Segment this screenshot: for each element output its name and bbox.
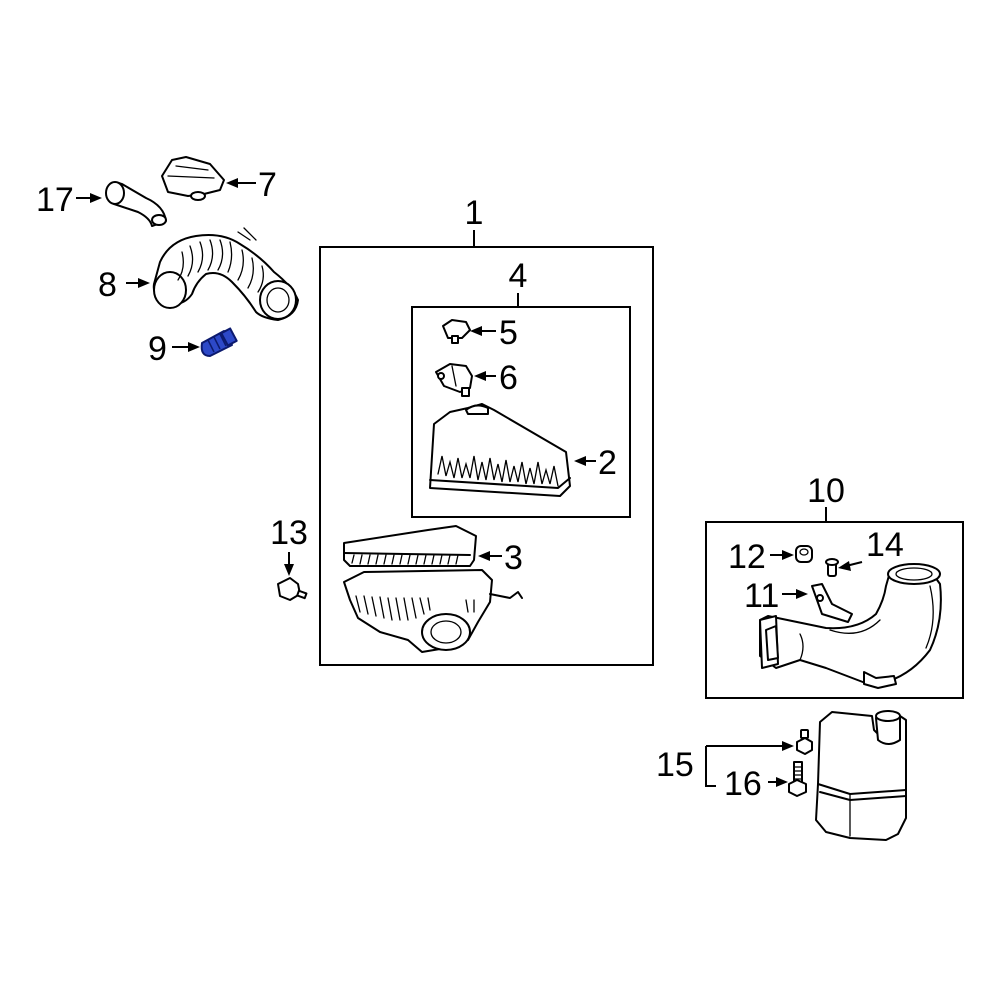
group-box-1 <box>319 246 654 666</box>
callout-9: 9 <box>148 330 167 368</box>
callout-3: 3 <box>504 539 523 577</box>
part-2-cleaner-cover <box>429 403 571 497</box>
callout-14: 14 <box>866 526 904 564</box>
part-8-intake-hose <box>152 227 299 321</box>
part-13-grommet <box>277 577 308 601</box>
callout-10: 10 <box>807 472 845 510</box>
callout-5: 5 <box>499 314 518 352</box>
air-cleaner-case <box>343 569 523 653</box>
intake-duct <box>759 563 942 689</box>
callout-15: 15 <box>656 746 694 784</box>
callout-6: 6 <box>499 359 518 397</box>
part-11-bracket <box>811 583 853 623</box>
callout-17: 17 <box>36 181 74 219</box>
callout-7: 7 <box>258 166 277 204</box>
callout-12: 12 <box>728 538 766 576</box>
resonator-box <box>815 710 907 841</box>
callout-13: 13 <box>270 514 308 552</box>
group-box-10 <box>705 521 964 699</box>
part-9-sensor <box>200 327 238 357</box>
callout-4: 4 <box>509 257 528 295</box>
callout-1: 1 <box>465 194 484 232</box>
part-3-filter-element <box>343 525 477 567</box>
callout-16: 16 <box>724 765 762 803</box>
part-7-resonator <box>161 156 225 201</box>
part-14-clip <box>825 558 839 577</box>
part-6-bracket <box>435 363 473 397</box>
callout-2: 2 <box>598 444 617 482</box>
part-16-bolt <box>788 761 807 797</box>
part-12-cushion <box>795 545 813 563</box>
part-15-bolt <box>796 729 813 755</box>
part-17-hose <box>105 181 167 227</box>
callout-11: 11 <box>744 577 779 615</box>
part-5-clip <box>442 319 471 344</box>
callout-8: 8 <box>98 266 117 304</box>
group-box-4 <box>411 306 631 518</box>
